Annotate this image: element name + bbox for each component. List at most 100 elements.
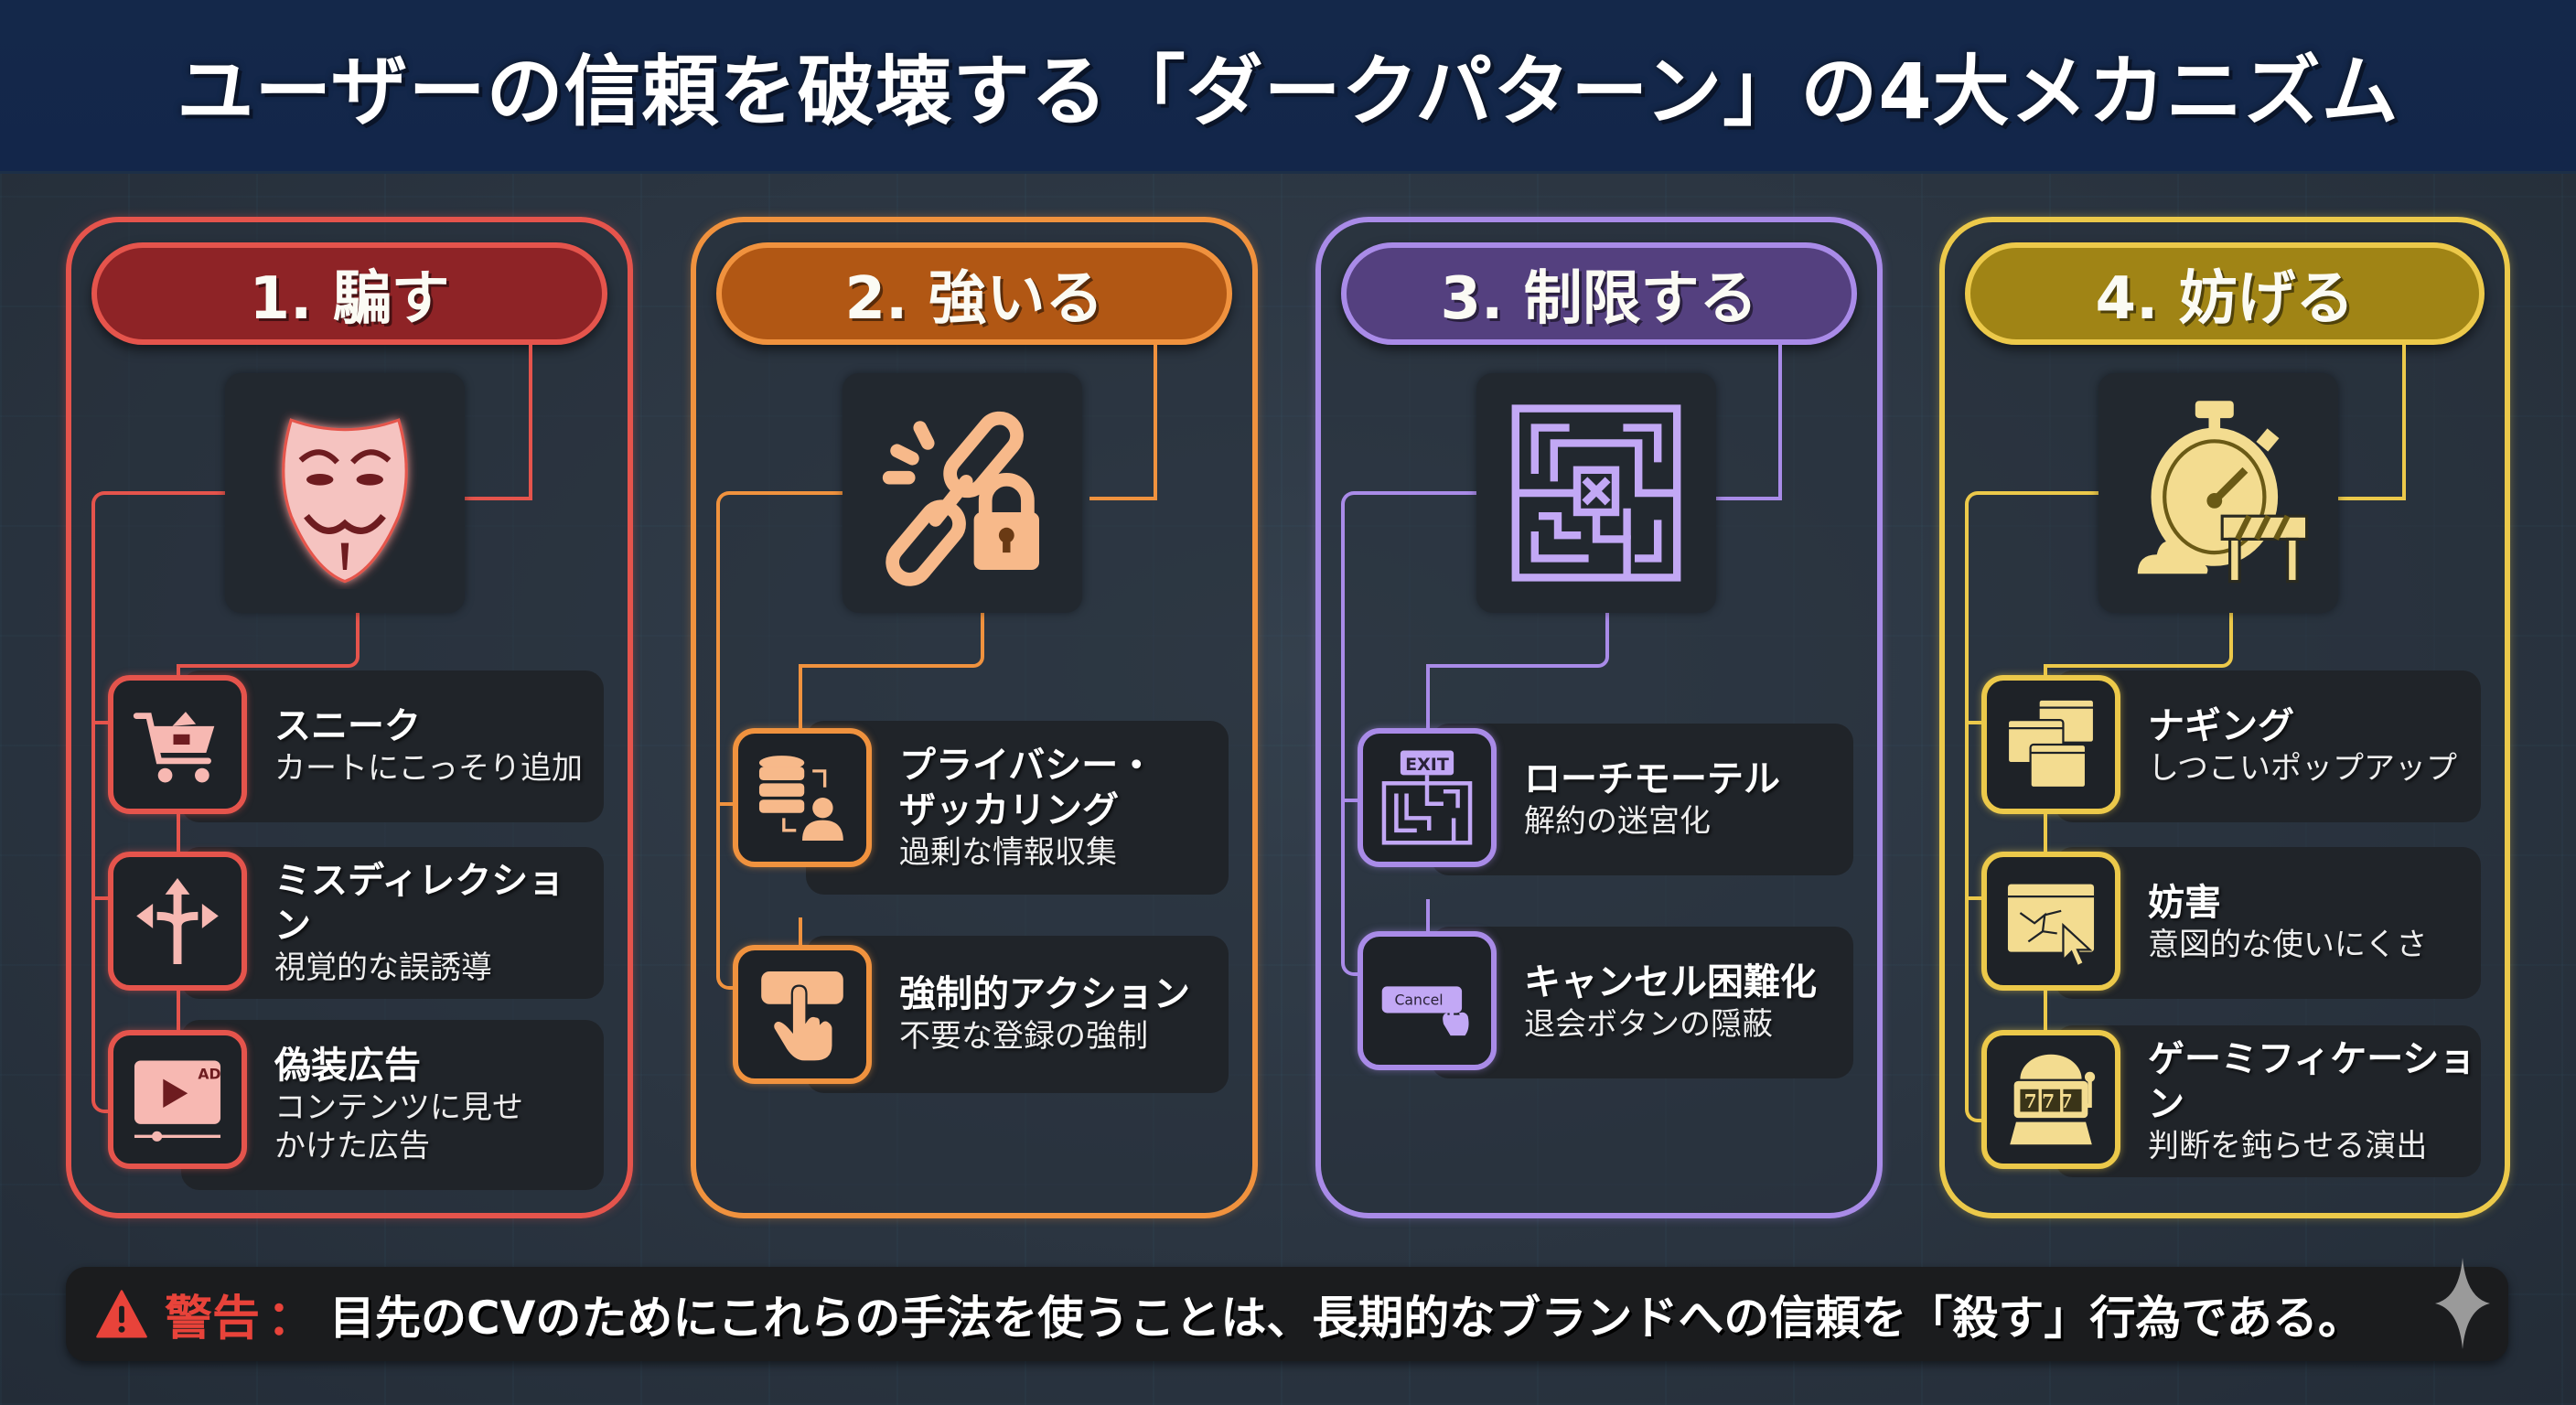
split-arrows-icon xyxy=(136,877,219,965)
warning-message: 目先のCVのためにこれらの手法を使うことは、長期的なブランドへの信頼を「殺す」行… xyxy=(329,1291,2364,1345)
item-title: 妨害 xyxy=(2148,882,2221,925)
page-title: ユーザーの信頼を破壊する「ダークパターン」の4大メカニズム xyxy=(177,47,2399,136)
item-icon-box: AD xyxy=(108,1030,247,1169)
item-card-roach-motel xyxy=(1431,724,1853,875)
item-card-nagging xyxy=(2055,670,2481,822)
item-text: 偽装広告 コンテンツに見せ かけた広告 xyxy=(274,1020,600,1190)
item-text: ゲーミフィケーション 判断を鈍らせる演出 xyxy=(2148,1025,2477,1177)
item-description: 解約の迷宮化 xyxy=(1524,803,1711,841)
category-card-force: 2. 強いる xyxy=(691,217,1258,1218)
svg-text:EXIT: EXIT xyxy=(1405,755,1449,775)
item-card-gamification xyxy=(2055,1025,2481,1177)
item-description: 意図的な使いにくさ xyxy=(2148,927,2428,964)
item-description: 判断を鈍らせる演出 xyxy=(2148,1127,2428,1164)
item-icon-box xyxy=(1981,852,2120,991)
item-title: スニーク xyxy=(274,705,421,748)
connector-line xyxy=(1965,896,1983,900)
category-heading-pill: 1. 騙す xyxy=(91,242,607,345)
shopping-cart-icon xyxy=(133,712,215,783)
stopwatch-barrier-icon xyxy=(2137,401,2309,584)
chain-lock-icon xyxy=(882,411,1039,586)
connector-line xyxy=(1714,497,1782,500)
hero-icon-box xyxy=(1476,373,1716,613)
broken-window-cursor-icon xyxy=(2007,884,2095,968)
item-text: 強制的アクション 不要な登録の強制 xyxy=(899,936,1225,1093)
warning-banner: 警告 ： 目先のCVのためにこれらの手法を使うことは、長期的なブランドへの信頼を… xyxy=(66,1267,2508,1361)
category-heading-pill: 4. 妨げる xyxy=(1965,242,2485,345)
tap-button-icon xyxy=(761,971,843,1063)
cancel-button-icon: Cancel xyxy=(1381,986,1469,1036)
item-card-obstruction xyxy=(2055,847,2481,999)
exit-maze-icon: EXIT xyxy=(1381,750,1473,845)
connector-line xyxy=(91,721,110,724)
item-card-hard-to-cancel xyxy=(1431,927,1853,1078)
item-title: ゲーミフィケーション xyxy=(2148,1037,2476,1125)
category-heading: 2. 強いる xyxy=(844,265,1104,333)
connector-line xyxy=(1341,799,1368,802)
video-ad-icon: AD xyxy=(134,1060,221,1142)
item-description: コンテンツに見せ かけた広告 xyxy=(274,1089,523,1165)
item-icon-box xyxy=(108,852,247,991)
sparkle-icon xyxy=(2435,1258,2490,1349)
svg-text:Cancel: Cancel xyxy=(1394,991,1443,1008)
connector-line xyxy=(2044,613,2233,668)
connector-line xyxy=(2338,497,2406,500)
category-card-restrict: 3. 制限する EXIT xyxy=(1315,217,1883,1218)
connector-line xyxy=(1154,345,1157,500)
warning-label: 警告 xyxy=(165,1292,261,1346)
item-description: 過剰な情報収集 xyxy=(899,833,1117,871)
database-user-icon xyxy=(758,756,843,842)
item-icon-box xyxy=(1981,675,2120,814)
connector-line xyxy=(799,613,984,668)
category-heading-pill: 2. 強いる xyxy=(716,242,1232,345)
item-description: しつこいポップアップ xyxy=(2148,750,2457,788)
warning-triangle-icon xyxy=(96,1289,147,1338)
item-card-privacy-zuckering xyxy=(806,721,1229,895)
category-heading-pill: 3. 制限する xyxy=(1341,242,1857,345)
hero-icon-box xyxy=(225,373,465,613)
hero-icon-box xyxy=(843,373,1082,613)
item-icon-box xyxy=(108,675,247,814)
category-heading: 1. 騙す xyxy=(249,265,450,333)
connector-line xyxy=(91,896,110,900)
item-text: ナギング しつこいポップアップ xyxy=(2148,670,2477,822)
slot-machine-icon: 777 xyxy=(2010,1054,2096,1145)
item-title: プライバシー・ ザッカリング xyxy=(899,744,1155,831)
item-icon-box: EXIT xyxy=(1358,728,1497,867)
maze-icon xyxy=(1511,404,1681,582)
connector-line xyxy=(465,497,532,500)
item-text: 妨害 意図的な使いにくさ xyxy=(2148,847,2477,999)
header: ユーザーの信頼を破壊する「ダークパターン」の4大メカニズム xyxy=(0,0,2576,174)
item-title: ローチモーテル xyxy=(1524,758,1780,801)
item-card-sneak xyxy=(181,670,604,822)
item-card-forced-action xyxy=(806,936,1229,1093)
item-title: キャンセル困難化 xyxy=(1524,961,1817,1004)
item-title: 強制的アクション xyxy=(899,973,1190,1016)
item-text: ミスディレクション 視覚的な誤誘導 xyxy=(274,847,600,999)
item-title: ミスディレクション xyxy=(274,859,565,947)
connector-line xyxy=(1778,345,1782,500)
category-heading: 3. 制限する xyxy=(1440,265,1758,333)
item-description: 退会ボタンの隠蔽 xyxy=(1524,1006,1773,1044)
connector-line xyxy=(1426,664,1430,756)
category-card-deceive: 1. 騙す スニーク カートにこっそり追加 xyxy=(66,217,633,1218)
item-card-misdirection xyxy=(181,847,604,999)
item-icon-box xyxy=(733,728,872,867)
item-icon-box: 777 xyxy=(1981,1030,2120,1169)
item-text: ローチモーテル 解約の迷宮化 xyxy=(1524,724,1850,875)
svg-text:AD: AD xyxy=(198,1066,220,1083)
connector-line xyxy=(2402,345,2406,500)
item-title: ナギング xyxy=(2148,705,2294,748)
item-description: カートにこっそり追加 xyxy=(274,750,583,788)
item-icon-box: Cancel xyxy=(1358,931,1497,1070)
svg-text:777: 777 xyxy=(2024,1090,2078,1112)
connector-line xyxy=(1965,721,1983,724)
connector-line xyxy=(1426,613,1609,668)
popup-windows-icon xyxy=(2006,698,2096,789)
category-heading: 4. 妨げる xyxy=(2095,265,2355,333)
category-card-obstruct: 4. 妨げる xyxy=(1939,217,2510,1218)
hero-icon-box xyxy=(2098,373,2338,613)
item-description: 視覚的な誤誘導 xyxy=(274,949,492,986)
item-card-disguised-ads xyxy=(181,1020,604,1190)
connector-line xyxy=(529,345,532,500)
